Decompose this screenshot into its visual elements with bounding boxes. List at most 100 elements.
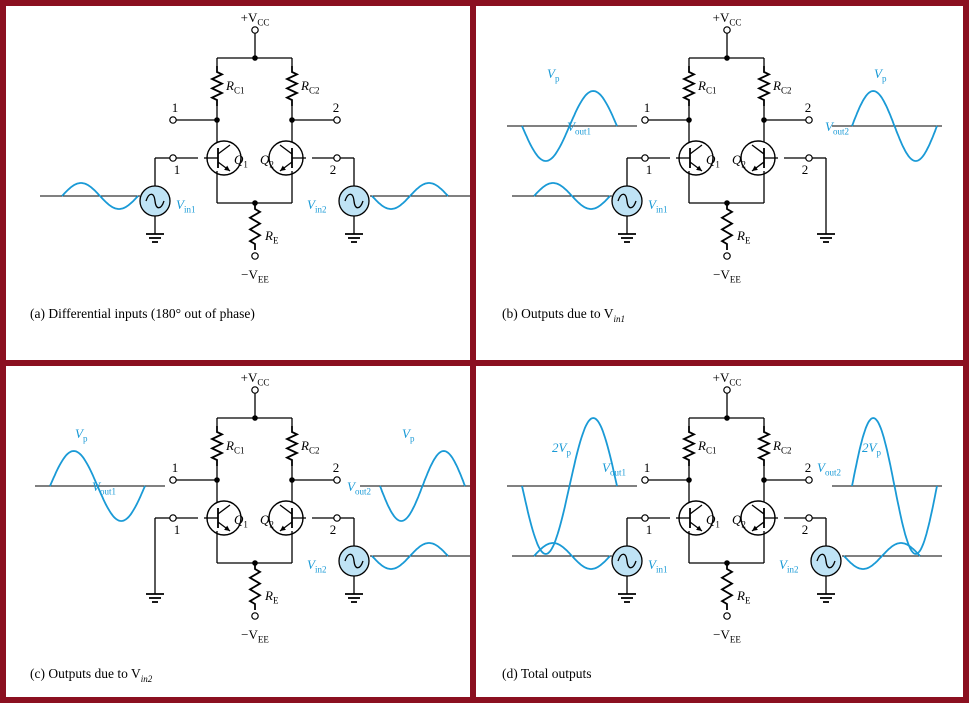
vin1-label: Vin1 [648, 557, 667, 575]
label-subscript: C1 [706, 86, 717, 96]
label-subscript: out1 [100, 487, 116, 497]
q1-label: Q1 [706, 512, 720, 530]
vee-terminal [723, 612, 731, 620]
label-main: R [225, 78, 234, 93]
re-label: RE [264, 228, 279, 246]
caption-text: (b) Outputs due to V [502, 306, 614, 321]
panel-caption: (a) Differential inputs (180° out of pha… [30, 306, 255, 321]
q2-transistor [740, 500, 778, 536]
q2-label: Q2 [732, 512, 746, 530]
rc2-resistor [284, 66, 300, 106]
base1-terminal [169, 154, 177, 162]
label-subscript: in2 [315, 205, 327, 215]
label-subscript: in1 [656, 205, 668, 215]
vp-label-2: Vp [402, 426, 415, 444]
re-label: RE [736, 588, 751, 606]
vin2-label: Vin2 [307, 197, 326, 215]
label-subscript: EE [730, 635, 741, 645]
label-main: −V [241, 267, 258, 282]
base2-terminal [805, 514, 813, 522]
label-subscript: EE [730, 275, 741, 285]
label-subscript: C1 [234, 86, 245, 96]
label-subscript: EE [258, 275, 269, 285]
vin1-ground-icon [618, 233, 636, 243]
label-main: Q [706, 512, 716, 527]
emitter-arrow [280, 525, 286, 531]
resistor-zigzag [681, 66, 697, 106]
node2-label: 2 [805, 100, 812, 115]
label-subscript: C2 [309, 86, 320, 96]
output2-terminal [333, 476, 341, 484]
label-subscript: C2 [781, 86, 792, 96]
rc2-resistor [284, 426, 300, 466]
base2-terminal [333, 154, 341, 162]
emitter-arrow [280, 165, 286, 171]
resistor-zigzag [720, 563, 734, 610]
transistor-collector [689, 504, 703, 515]
label-subscript: EE [258, 635, 269, 645]
label-main: R [697, 438, 706, 453]
resistor-zigzag [756, 66, 772, 106]
emitter-arrow [224, 165, 230, 171]
vin1-label: Vin1 [648, 197, 667, 215]
vin2-source [810, 545, 842, 577]
panel-caption: (d) Total outputs [502, 666, 592, 681]
label-main: V [567, 119, 577, 134]
waveform-trace [371, 182, 449, 210]
output1-terminal [641, 116, 649, 124]
vcc-label: +VCC [241, 10, 270, 28]
vin1-ground-icon [146, 233, 164, 243]
transistor-collector [751, 144, 765, 155]
q2-transistor [268, 140, 306, 176]
panel-caption: (b) Outputs due to Vin1 [502, 306, 625, 324]
rc1-resistor [681, 66, 697, 106]
vin2-label: Vin2 [307, 557, 326, 575]
vee-label: −VEE [713, 627, 741, 645]
label-subscript: in2 [315, 565, 327, 575]
rc2-label: RC2 [300, 438, 319, 456]
label-main: V [779, 557, 789, 572]
re-resistor [720, 203, 734, 250]
q2-transistor [740, 140, 778, 176]
resistor-zigzag [284, 426, 300, 466]
waveform-trace [843, 542, 921, 570]
resistor-zigzag [248, 563, 262, 610]
waveform-trace [533, 182, 611, 210]
label-subscript: C1 [234, 446, 245, 456]
label-subscript: CC [729, 18, 741, 28]
q1-transistor [676, 140, 714, 176]
vee-label: −VEE [241, 267, 269, 285]
node1-label: 1 [172, 460, 179, 475]
waveform-trace [851, 417, 938, 555]
waveform-trace [49, 450, 146, 522]
label-subscript: E [745, 236, 751, 246]
vout2-waveform [832, 90, 942, 162]
rc1-label: RC1 [225, 438, 244, 456]
resistor-zigzag [209, 66, 225, 106]
vcc-terminal [723, 386, 731, 394]
label-subscript: p [566, 448, 571, 458]
vcc-terminal [251, 386, 259, 394]
vee-terminal [251, 612, 259, 620]
vin2-ground-icon [345, 233, 363, 243]
vcc-label: +VCC [713, 370, 742, 388]
label-main: +V [713, 370, 730, 385]
vin2-waveform [370, 542, 470, 570]
waveform-trace [521, 90, 618, 162]
rc1-label: RC1 [697, 78, 716, 96]
resistor-zigzag [681, 426, 697, 466]
label-subscript: 2 [741, 160, 746, 170]
label-subscript: p [410, 434, 415, 444]
label-main: −V [713, 267, 730, 282]
label-main: Q [234, 512, 244, 527]
q1-label: Q1 [234, 152, 248, 170]
q1-transistor [676, 500, 714, 536]
vp-label-1: Vp [75, 426, 88, 444]
label-main: +V [241, 10, 258, 25]
base2-node-label: 2 [330, 522, 337, 537]
